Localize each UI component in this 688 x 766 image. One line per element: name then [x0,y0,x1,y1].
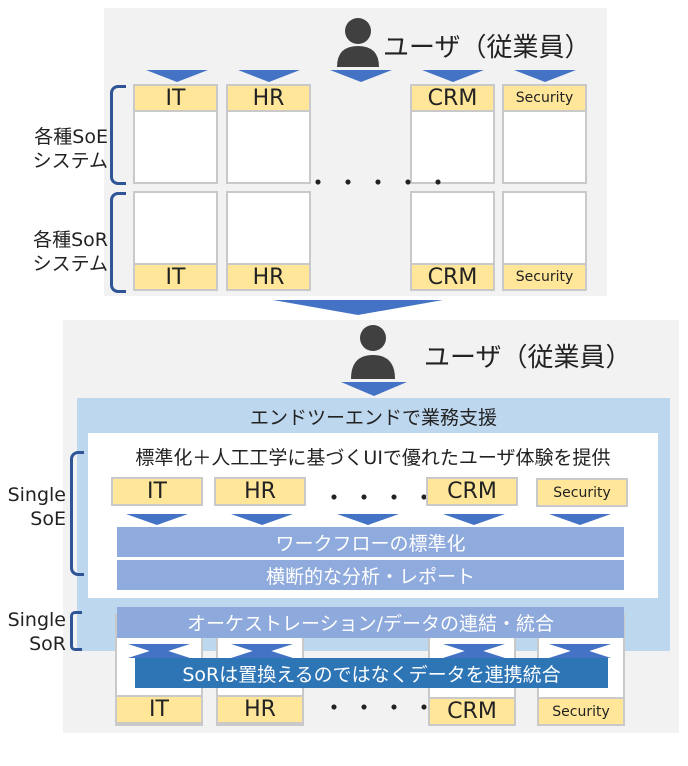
single-sor-tag-hr: HR [216,695,304,724]
down-arrow-icon [146,70,208,82]
down-arrow-icon [443,514,505,525]
sor-integration-bar: SoRは置換えるのではなくデータを連携統合 [135,658,608,688]
soe-tag-security: Security [502,84,587,112]
single-soe-bracket [70,451,84,576]
orchestration-bar: オーケストレーション/データの連結・統合 [117,607,624,638]
single-soe-tag-hr: HR [214,477,306,506]
sor-systems-label: 各種SoR システム [32,229,108,275]
user-icon [337,18,379,67]
down-arrow-icon [231,514,293,525]
down-arrow-icon [238,70,300,82]
down-arrow-icon [341,382,407,396]
down-arrow-icon [514,70,576,82]
sor-tag-crm: CRM [410,263,495,291]
up-arrow-icon [231,648,293,658]
single-sor-tag-crm: CRM [428,697,516,726]
down-arrow-icon [330,70,392,82]
single-soe-tag-crm: CRM [426,477,518,506]
down-arrow-icon [422,70,484,82]
e2e-title: エンドツーエンドで業務支援 [249,407,497,429]
up-arrow-icon [443,648,505,658]
sor-tag-security: Security [502,263,587,291]
soe-tag-hr: HR [226,84,311,112]
sor-bracket [110,192,126,293]
cross-analysis-bar: 横断的な分析・レポート [117,560,624,590]
single-soe-tag-security: Security [536,478,628,507]
ux-title: 標準化＋人工工学に基づくUIで優れたユーザ体験を提供 [135,447,611,469]
single-soe-tag-it: IT [111,477,203,506]
soe-tag-crm: CRM [410,84,495,112]
soe-bracket [110,85,126,185]
up-arrow-icon [549,648,611,658]
single-sor-label: Single SoR [7,609,66,655]
soe-tag-it: IT [133,84,218,112]
sor-tag-it: IT [133,263,218,291]
user-icon [344,323,402,379]
up-arrow-icon [128,648,190,658]
down-arrow-icon [549,514,611,525]
user-label: ユーザ（従業員） [424,343,632,373]
sor-tag-hr: HR [226,263,311,291]
single-sor-tag-security: Security [537,697,625,726]
single-soe-label: Single SoE [7,484,66,530]
soe-systems-label: 各種SoE システム [32,126,108,172]
down-arrow-icon [337,514,399,525]
workflow-standardization-bar: ワークフローの標準化 [117,527,624,557]
transition-arrow-icon [273,300,443,315]
single-sor-bracket [70,611,82,651]
user-label: ユーザ（従業員） [383,33,591,63]
down-arrow-icon [126,514,188,525]
single-sor-tag-it: IT [115,695,203,724]
